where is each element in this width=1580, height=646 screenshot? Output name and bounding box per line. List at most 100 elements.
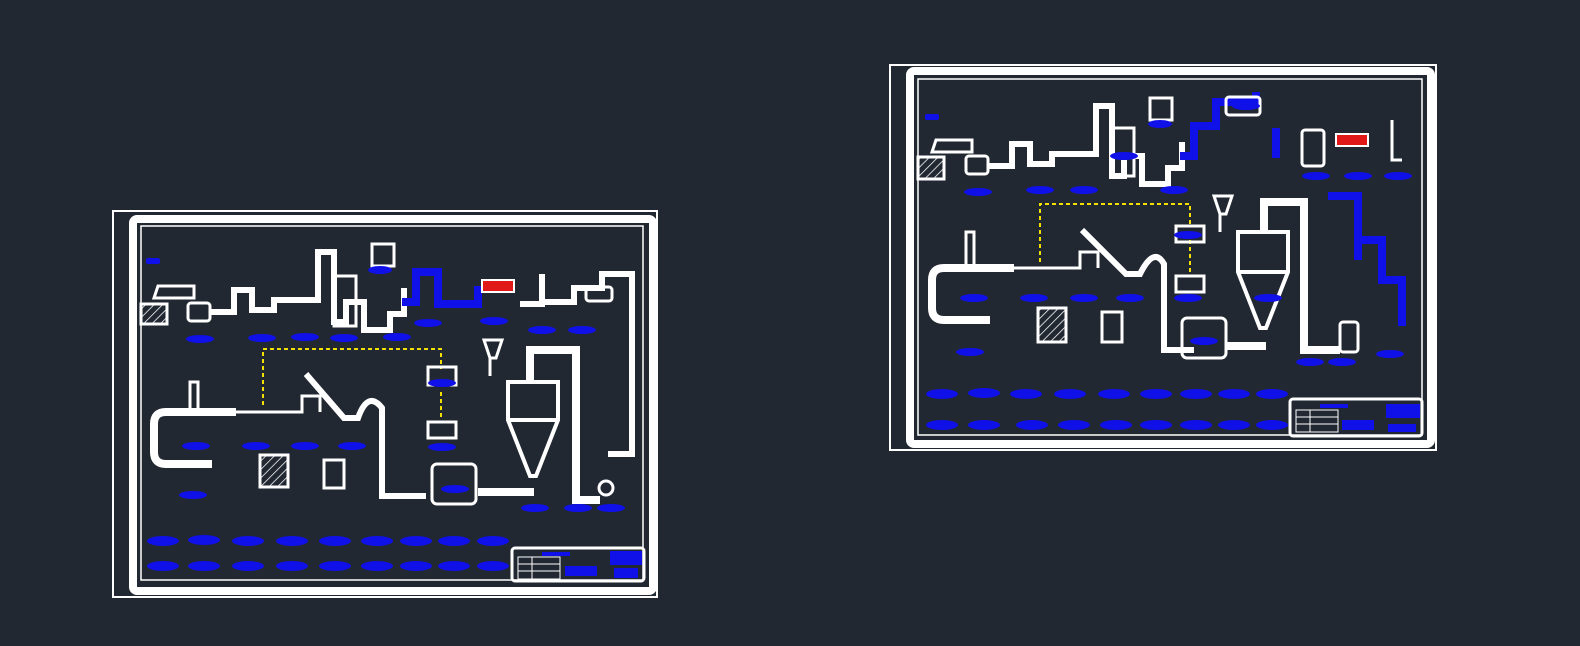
tag-oval[interactable] (291, 333, 319, 341)
tag-oval[interactable] (428, 379, 456, 387)
legend-tag[interactable] (1256, 389, 1288, 399)
legend-tag[interactable] (188, 561, 220, 571)
legend-tag[interactable] (232, 561, 264, 571)
legend-tag[interactable] (1140, 420, 1172, 430)
title-block-left[interactable] (510, 546, 646, 583)
process-line-top (916, 92, 1402, 187)
tag-oval[interactable] (182, 442, 210, 450)
tag-oval[interactable] (248, 334, 276, 342)
title-block-cell[interactable] (610, 551, 642, 565)
legend-tag[interactable] (1140, 389, 1172, 399)
legend-tag[interactable] (276, 536, 308, 546)
tag-labels[interactable] (925, 102, 1412, 430)
legend-tag[interactable] (1256, 420, 1288, 430)
tag-oval[interactable] (330, 334, 358, 342)
title-block-right[interactable] (1288, 397, 1424, 438)
title-block-cell[interactable] (1386, 404, 1420, 418)
tag-oval[interactable] (597, 504, 625, 512)
tag-oval[interactable] (1116, 294, 1144, 302)
tag-oval[interactable] (428, 443, 456, 451)
legend-tag[interactable] (1054, 389, 1086, 399)
legend-tag[interactable] (188, 535, 220, 545)
legend-tag[interactable] (1016, 420, 1048, 430)
tag-oval[interactable] (441, 485, 469, 493)
legend-tag[interactable] (361, 536, 393, 546)
tag-oval[interactable] (1384, 172, 1412, 180)
tag-oval[interactable] (179, 491, 207, 499)
legend-tag[interactable] (438, 536, 470, 546)
tag-oval[interactable] (1296, 358, 1324, 366)
tag-oval[interactable] (956, 348, 984, 356)
tag-title[interactable] (146, 258, 160, 264)
legend-tag[interactable] (1218, 420, 1250, 430)
legend-tag[interactable] (477, 561, 509, 571)
tag-oval[interactable] (1328, 358, 1356, 366)
tag-oval[interactable] (1190, 337, 1218, 345)
legend-tag[interactable] (1098, 389, 1130, 399)
legend-tag[interactable] (438, 561, 470, 571)
tag-oval[interactable] (521, 504, 549, 512)
title-block-name[interactable] (542, 552, 570, 556)
tag-oval[interactable] (1232, 102, 1260, 110)
tag-oval[interactable] (1174, 294, 1202, 302)
legend-tag[interactable] (1010, 389, 1042, 399)
tag-oval[interactable] (528, 326, 556, 334)
legend-tag[interactable] (926, 389, 958, 399)
blue-recirc-pipe (1328, 192, 1406, 326)
tag-oval[interactable] (480, 317, 508, 325)
tag-oval[interactable] (1148, 120, 1172, 128)
tag-oval[interactable] (964, 188, 992, 196)
tag-oval[interactable] (291, 442, 319, 450)
tag-oval[interactable] (242, 442, 270, 450)
tag-oval[interactable] (1174, 231, 1202, 239)
legend-tag[interactable] (1058, 420, 1090, 430)
drawing-sheet-left[interactable] (112, 210, 658, 598)
tag-oval[interactable] (383, 333, 411, 341)
legend-tag[interactable] (147, 536, 179, 546)
tag-oval[interactable] (960, 294, 988, 302)
legend-tag[interactable] (319, 561, 351, 571)
legend-tag[interactable] (232, 536, 264, 546)
tag-oval[interactable] (338, 442, 366, 450)
legend-tag[interactable] (361, 561, 393, 571)
tag-oval[interactable] (414, 319, 442, 327)
title-block-name[interactable] (1320, 404, 1348, 408)
legend-tag[interactable] (319, 536, 351, 546)
tag-oval[interactable] (1110, 152, 1138, 160)
legend-tag[interactable] (1180, 389, 1212, 399)
tag-oval[interactable] (1302, 172, 1330, 180)
drawing-sheet-right[interactable] (889, 64, 1437, 451)
legend-tag[interactable] (968, 420, 1000, 430)
tag-oval[interactable] (1344, 172, 1372, 180)
tag-oval[interactable] (368, 266, 392, 274)
legend-tag[interactable] (477, 536, 509, 546)
tag-title[interactable] (925, 114, 939, 120)
legend-tag[interactable] (1100, 420, 1132, 430)
title-block-cell[interactable] (1342, 420, 1374, 430)
tag-oval[interactable] (1070, 186, 1098, 194)
title-block-cell[interactable] (1388, 424, 1416, 432)
legend-tag[interactable] (1218, 389, 1250, 399)
tag-oval[interactable] (1020, 294, 1048, 302)
tag-oval[interactable] (568, 326, 596, 334)
legend-tag[interactable] (968, 388, 1000, 398)
legend-tag[interactable] (147, 561, 179, 571)
tag-labels[interactable] (146, 258, 625, 571)
tag-oval[interactable] (186, 335, 214, 343)
tag-oval[interactable] (1070, 294, 1098, 302)
title-block-cell[interactable] (614, 568, 638, 578)
legend-tag[interactable] (926, 420, 958, 430)
mixer-column (964, 230, 976, 268)
title-block-cell[interactable] (565, 566, 597, 576)
legend-tag[interactable] (400, 536, 432, 546)
legend-tag[interactable] (1180, 420, 1212, 430)
legend-tag[interactable] (400, 561, 432, 571)
tag-oval[interactable] (564, 504, 592, 512)
legend-tag[interactable] (276, 561, 308, 571)
tag-oval[interactable] (1254, 294, 1282, 302)
tag-oval[interactable] (1026, 186, 1054, 194)
tag-oval[interactable] (1376, 350, 1404, 358)
tag-oval[interactable] (1160, 186, 1188, 194)
